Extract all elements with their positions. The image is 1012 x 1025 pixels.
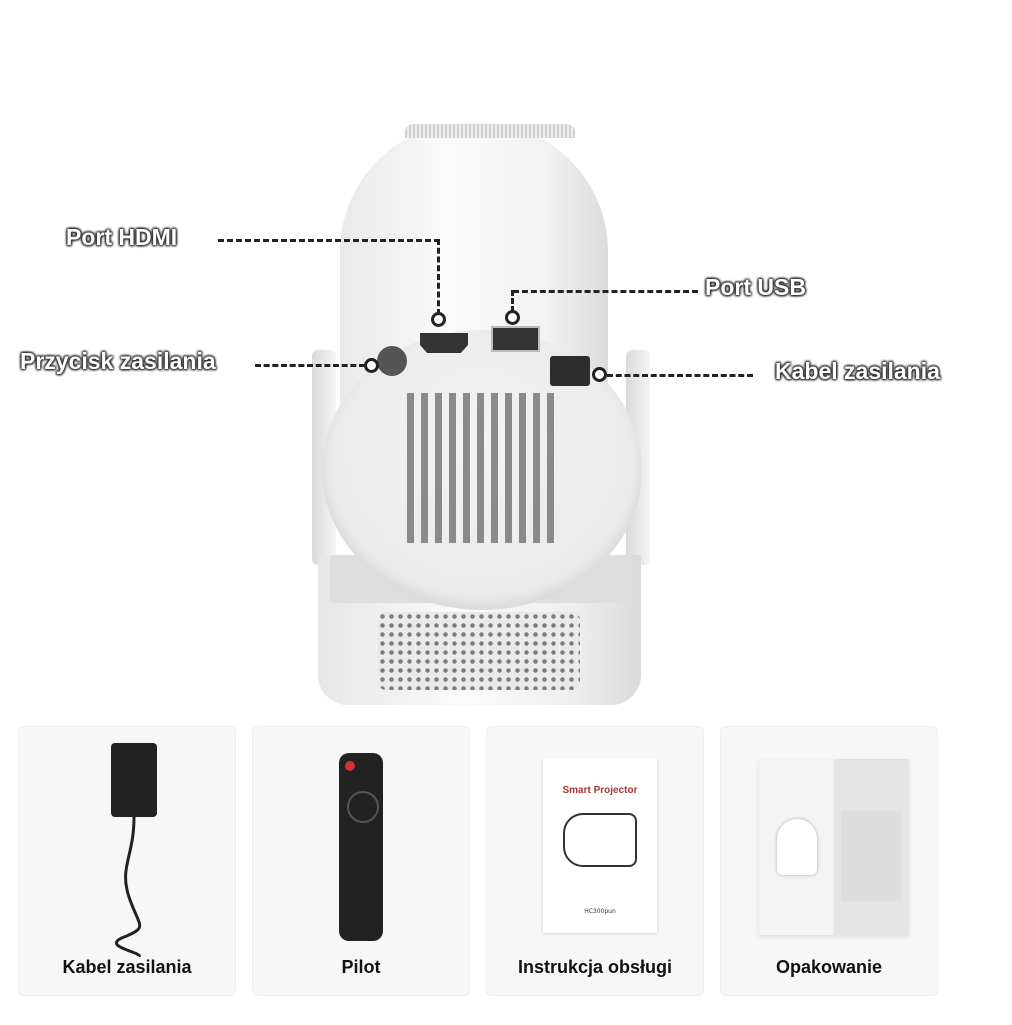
leader-line [437, 239, 440, 315]
leader-line [511, 290, 514, 312]
leader-line [513, 290, 698, 293]
power-socket-icon [550, 356, 590, 386]
speaker-grill [378, 612, 580, 690]
hdmi-port-icon [420, 333, 468, 353]
accessory-card-manual: Smart Projector HC300pun Instrukcja obsł… [486, 726, 704, 996]
power-button-icon [377, 346, 407, 376]
leader-dot [505, 310, 520, 325]
leader-dot [592, 367, 607, 382]
vent-slots [407, 393, 557, 543]
accessory-label: Kabel zasilania [62, 957, 192, 977]
leader-line [607, 374, 753, 377]
accessory-card-power-cable: Kabel zasilania [18, 726, 236, 996]
usb-port-icon [491, 326, 540, 352]
accessory-label: Pilot [341, 957, 381, 977]
callout-hdmi: Port HDMI [66, 224, 178, 250]
projector-image [312, 122, 650, 705]
accessory-label: Opakowanie [775, 957, 883, 977]
cable-icon [114, 817, 142, 957]
manual-title: Smart Projector [562, 785, 638, 796]
callout-power-button: Przycisk zasilania [20, 348, 216, 374]
top-vent [405, 124, 575, 138]
accessory-card-remote: Pilot [252, 726, 470, 996]
accessory-label: Instrukcja obsługi [517, 957, 673, 977]
remote-icon [339, 753, 383, 941]
box-icon [759, 759, 909, 935]
manual-model: HC300pun [584, 908, 616, 915]
leader-dot [431, 312, 446, 327]
power-adapter-icon [111, 743, 157, 817]
leader-line [255, 364, 365, 367]
manual-icon: Smart Projector HC300pun [543, 758, 657, 933]
callout-power-cable: Kabel zasilania [775, 358, 940, 384]
leader-dot [364, 358, 379, 373]
leader-line [218, 239, 440, 242]
accessory-card-packaging: Opakowanie [720, 726, 938, 996]
callout-usb: Port USB [705, 274, 806, 300]
